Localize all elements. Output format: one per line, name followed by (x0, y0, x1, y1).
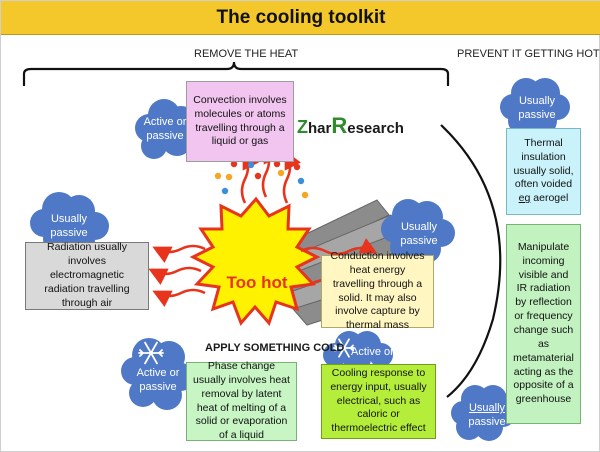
convection-cloud-label: Active or passive (143, 116, 187, 142)
radiation-box: Radiation usually involves electromagnet… (25, 241, 149, 310)
remove-heat-brace (22, 61, 450, 86)
phase-change-box: Phase change usually involves heat remov… (186, 360, 297, 441)
diagram-title: The cooling toolkit (216, 7, 386, 28)
cloud-radiation (30, 192, 109, 255)
cloud-phase (121, 338, 195, 410)
convection-box: Convection involves molecules or atoms t… (186, 81, 294, 162)
too-hot-label: Too hot (226, 273, 288, 292)
prevent-hot-caption: PREVENT IT GETTING HOT (457, 48, 600, 60)
manipulate-cloud-label-2: passive (468, 416, 506, 428)
insulation-cloud-label: Usually passive (518, 95, 556, 121)
cloud-conduction (381, 199, 455, 263)
snowflakes (138, 338, 355, 365)
phase-cloud-label: Active or passive (136, 367, 180, 393)
title-bar (1, 1, 600, 35)
cooling-response-box: Cooling response to energy input, usuall… (321, 364, 436, 439)
snowflake-icon (138, 341, 164, 365)
conduction-cloud-label: Usually passive (400, 221, 438, 247)
prevent-arc (440, 124, 502, 398)
manipulate-radiation-box: Manipulate incoming visible and IR radia… (506, 224, 581, 424)
apply-something-cold-label: APPLY SOMETHING COLD (205, 342, 345, 354)
cloud-manipulate (451, 385, 515, 441)
thermal-insulation-box: Thermal insulation usually solid, often … (506, 128, 581, 215)
snowflake-icon (333, 338, 355, 358)
conduction-box: Conduction involves heat energy travelli… (321, 250, 434, 331)
active-only-label: Active only (351, 346, 405, 358)
remove-heat-caption: REMOVE THE HEAT (194, 48, 299, 60)
zhar-research-logo: ZharResearch (297, 113, 404, 138)
manipulate-cloud-label-1: Usually (468, 402, 506, 414)
convection-molecules (214, 160, 309, 199)
cloud-shapes (30, 78, 570, 441)
insulation-text: Thermal insulation usually solid, often … (513, 136, 574, 205)
radiation-cloud-label: Usually passive (50, 213, 88, 239)
too-hot-burst (189, 196, 321, 326)
